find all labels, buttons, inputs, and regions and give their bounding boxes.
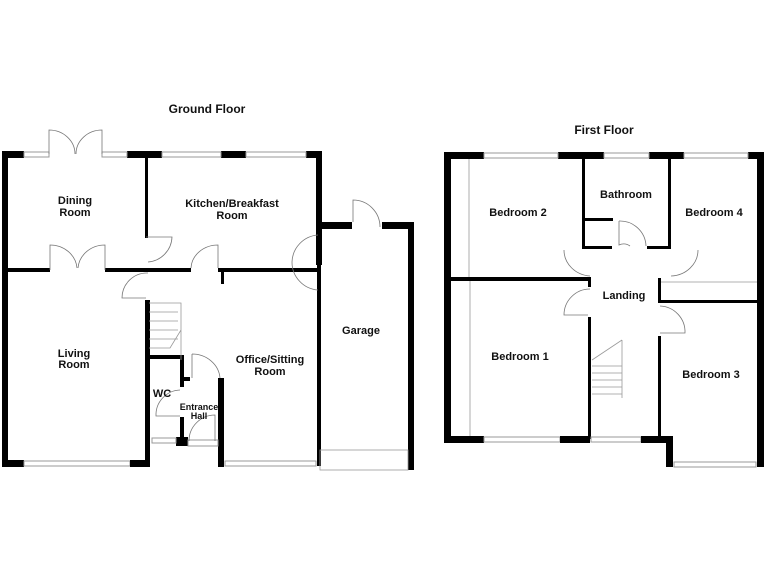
wall bbox=[666, 436, 673, 467]
door bbox=[146, 236, 173, 263]
wall bbox=[641, 436, 672, 443]
room-label-bathroom: Bathroom bbox=[600, 189, 652, 201]
wall bbox=[585, 218, 613, 221]
room-label-wc: WC bbox=[153, 388, 171, 400]
room-label-living: Room bbox=[58, 359, 89, 371]
ground-floor-title: Ground Floor bbox=[169, 102, 246, 116]
wall bbox=[306, 151, 322, 158]
door bbox=[618, 220, 647, 247]
room-label-entrance-hall: Entrance bbox=[180, 402, 219, 412]
wall bbox=[2, 151, 24, 158]
door bbox=[563, 249, 699, 277]
french-door bbox=[49, 244, 106, 270]
wall bbox=[408, 222, 414, 470]
window bbox=[224, 460, 317, 467]
wall bbox=[451, 277, 591, 281]
window bbox=[673, 461, 757, 468]
window bbox=[23, 460, 131, 467]
ground-floor-plan: Ground Floor bbox=[2, 102, 414, 471]
room-label-dining: Dining bbox=[58, 195, 92, 207]
wall bbox=[2, 151, 8, 467]
stairs bbox=[591, 339, 623, 398]
door bbox=[352, 199, 381, 228]
wall bbox=[221, 272, 224, 284]
wall bbox=[748, 152, 764, 159]
wall bbox=[316, 222, 352, 229]
window bbox=[683, 152, 749, 159]
wall bbox=[130, 460, 150, 467]
front-door bbox=[187, 439, 219, 447]
room-label-office: Room bbox=[254, 366, 285, 378]
wall bbox=[316, 151, 322, 265]
room-label-bedroom-1: Bedroom 1 bbox=[491, 351, 548, 363]
wall bbox=[658, 336, 661, 439]
wall bbox=[588, 277, 591, 287]
wall bbox=[221, 151, 246, 158]
room-label-garage: Garage bbox=[342, 325, 380, 337]
wall bbox=[558, 152, 604, 159]
wall bbox=[444, 152, 451, 443]
garage-door bbox=[319, 449, 409, 471]
room-label-office: Office/Sitting bbox=[236, 354, 304, 366]
wall bbox=[176, 437, 188, 446]
wall bbox=[180, 355, 184, 387]
wall bbox=[180, 417, 184, 446]
wall bbox=[8, 268, 50, 272]
window bbox=[151, 437, 177, 444]
door bbox=[191, 353, 221, 379]
door bbox=[121, 272, 149, 299]
wall bbox=[588, 317, 591, 439]
door bbox=[188, 414, 216, 442]
room-label-living: Living bbox=[58, 348, 90, 360]
wall bbox=[127, 151, 162, 158]
door bbox=[659, 305, 686, 334]
wall bbox=[317, 262, 321, 466]
first-floor-title: First Floor bbox=[574, 123, 634, 137]
room-label-bedroom-4: Bedroom 4 bbox=[685, 207, 743, 219]
window bbox=[483, 152, 559, 159]
stairs bbox=[149, 302, 182, 360]
wall bbox=[647, 246, 671, 249]
room-label-dining: Room bbox=[59, 207, 90, 219]
wall bbox=[145, 158, 148, 238]
window bbox=[483, 436, 561, 443]
wall bbox=[218, 378, 224, 467]
wall bbox=[668, 159, 671, 249]
wall bbox=[560, 436, 590, 443]
door bbox=[291, 234, 319, 291]
room-label-bedroom-2: Bedroom 2 bbox=[489, 207, 546, 219]
room-label-bedroom-3: Bedroom 3 bbox=[682, 369, 739, 381]
wall bbox=[150, 355, 184, 359]
french-door bbox=[48, 129, 103, 155]
wall bbox=[658, 278, 661, 303]
room-label-landing: Landing bbox=[603, 290, 646, 302]
room-label-entrance-hall: Hall bbox=[191, 411, 208, 421]
room-label-kitchen: Room bbox=[216, 210, 247, 222]
room-label-kitchen: Kitchen/Breakfast bbox=[185, 198, 279, 210]
wall bbox=[218, 268, 318, 272]
wall bbox=[757, 152, 764, 467]
wall bbox=[444, 152, 484, 159]
wall bbox=[582, 159, 585, 249]
window bbox=[161, 151, 222, 158]
window bbox=[23, 151, 50, 158]
wardrobe bbox=[468, 159, 757, 437]
door bbox=[190, 244, 219, 269]
first-floor-plan: First Floor bbox=[444, 123, 764, 468]
wall bbox=[658, 300, 764, 303]
wall bbox=[649, 152, 684, 159]
wall bbox=[105, 268, 191, 272]
wall bbox=[444, 436, 484, 443]
wall bbox=[145, 300, 150, 466]
door bbox=[563, 288, 591, 316]
door bbox=[155, 389, 181, 417]
window bbox=[101, 151, 128, 158]
window bbox=[245, 151, 307, 158]
window bbox=[590, 436, 642, 443]
window bbox=[603, 152, 650, 159]
wall bbox=[2, 460, 24, 467]
wall bbox=[382, 222, 414, 229]
wall bbox=[582, 246, 612, 249]
wall bbox=[180, 377, 190, 381]
